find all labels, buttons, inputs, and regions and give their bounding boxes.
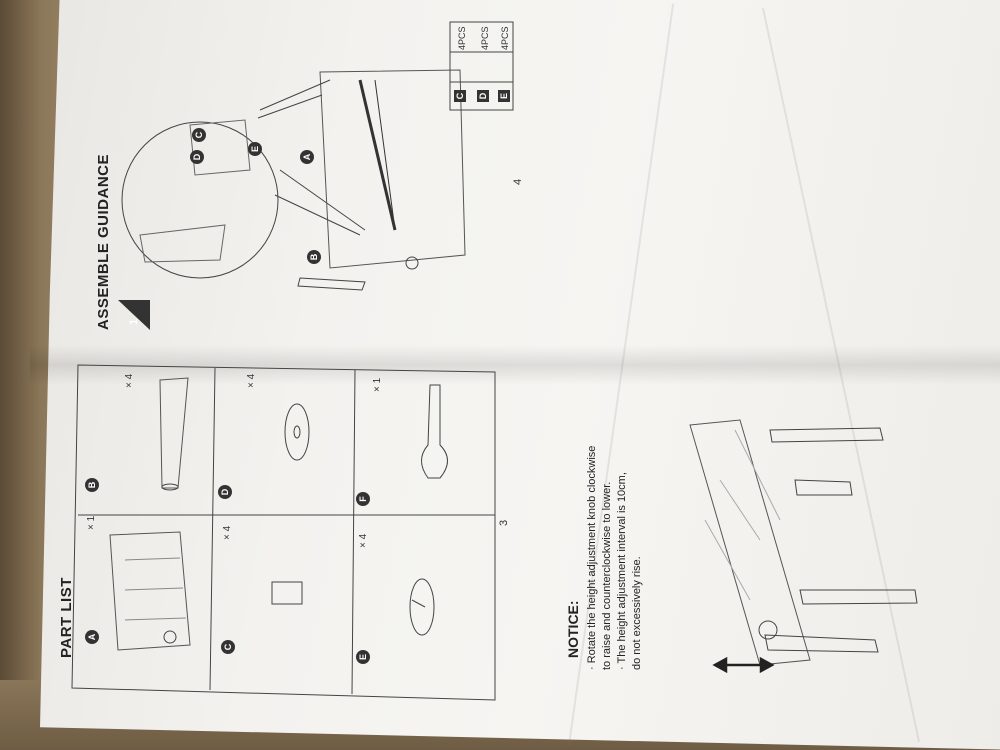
hardware-label-c: C — [454, 90, 466, 102]
part-qty-b: × 4 — [124, 373, 135, 388]
assembly-bench — [319, 69, 466, 269]
part-f-wrench — [421, 384, 448, 479]
notice-bench — [689, 419, 811, 666]
part-label-f: F — [356, 492, 370, 506]
part-qty-d: × 4 — [246, 373, 257, 388]
hardware-label-d: D — [477, 90, 489, 102]
table-divider — [209, 367, 216, 691]
part-label-e: E — [356, 650, 370, 664]
hardware-qty-e: 4PCS — [500, 26, 510, 50]
page-number-3: 3 — [498, 519, 510, 526]
notice-line-2: to raise and counterclockwise to lower. — [601, 481, 613, 670]
part-qty-e: × 4 — [358, 533, 369, 548]
callout-c: C — [192, 128, 206, 142]
part-e-spring-washer — [409, 578, 435, 636]
hardware-label-e: E — [498, 90, 510, 102]
part-qty-a: × 1 — [86, 515, 97, 530]
callout-d: D — [190, 150, 204, 164]
part-label-b: B — [85, 478, 99, 492]
part-list-title: PART LIST — [58, 577, 75, 658]
assemble-guidance-title: ASSEMBLE GUIDANCE — [95, 153, 112, 330]
instruction-sheet — [40, 0, 1000, 750]
part-d-washer — [284, 403, 310, 461]
part-a-bench — [109, 531, 191, 651]
part-c-block — [271, 581, 303, 605]
assembly-leg — [297, 277, 366, 291]
callout-b: B — [307, 250, 321, 264]
step-number: 1 — [128, 318, 140, 325]
notice-title: NOTICE: — [565, 600, 581, 658]
paper-fold — [30, 345, 1000, 385]
callout-a: A — [300, 150, 314, 164]
table-divider — [351, 369, 356, 695]
part-label-d: D — [218, 485, 232, 499]
page-number-4: 4 — [512, 178, 524, 185]
hardware-qty-c: 4PCS — [457, 26, 467, 50]
part-label-a: A — [85, 630, 99, 644]
part-label-c: C — [221, 640, 235, 654]
part-qty-f: × 1 — [372, 377, 383, 392]
hardware-box — [449, 21, 514, 111]
notice-line-4: do not excessively rise. — [631, 556, 643, 670]
detail-magnifier — [121, 121, 279, 279]
part-a-knob — [163, 630, 177, 644]
part-b-leg — [159, 377, 189, 489]
notice-line-1: · Rotate the height adjustment knob cloc… — [586, 445, 598, 670]
callout-e: E — [248, 142, 262, 156]
part-list-table — [71, 364, 496, 701]
notice-line-3: · The height adjustment interval is 10cm… — [616, 472, 628, 670]
hardware-qty-d: 4PCS — [480, 26, 490, 50]
step-badge-shape — [118, 300, 150, 330]
part-qty-c: × 4 — [222, 525, 233, 540]
